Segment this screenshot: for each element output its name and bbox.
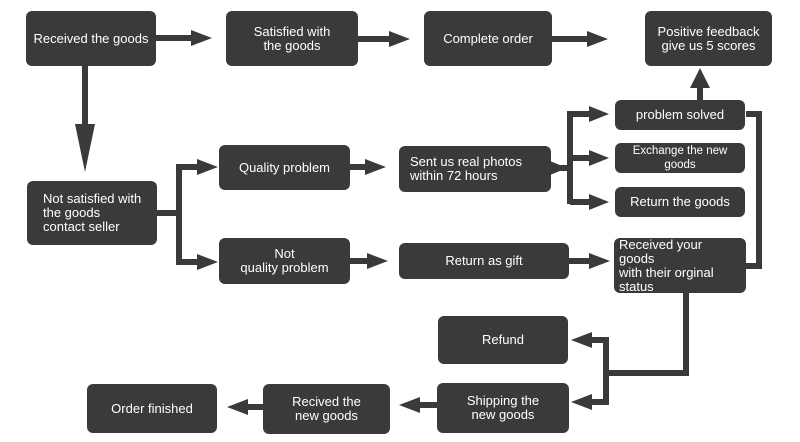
arrowhead-to-complete — [389, 31, 410, 47]
arrowhead-to-refund — [571, 332, 592, 348]
connector-notsatisfied-to-quality — [157, 164, 200, 216]
node-refund: Refund — [438, 316, 568, 364]
node-return-goods: Return the goods — [615, 187, 745, 217]
arrowhead-to-quality — [197, 159, 218, 175]
node-exchange-goods: Exchange the new goods — [615, 143, 745, 173]
node-send-photos: Sent us real photos within 72 hours — [399, 146, 551, 192]
arrowhead-to-notsatisfied — [75, 124, 95, 172]
arrowhead-to-exchange — [589, 150, 609, 166]
connector-notsatisfied-to-notquality — [176, 213, 200, 265]
arrowhead-to-satisfied — [191, 30, 212, 46]
node-not-quality-problem: Not quality problem — [219, 238, 350, 284]
arrowhead-to-gift — [367, 253, 388, 269]
arrowhead-to-received-new — [399, 397, 420, 413]
arrowhead-to-finished — [227, 399, 248, 415]
connector-branch-to-refund — [590, 337, 609, 373]
arrowhead-to-feedback-up — [690, 68, 710, 88]
arrowhead-to-return — [589, 194, 609, 210]
connector-right-return-loop — [746, 111, 762, 269]
arrowhead-to-original — [589, 253, 610, 269]
node-return-gift: Return as gift — [399, 243, 569, 279]
node-received-original: Received your goods with their orginal s… — [614, 237, 746, 293]
arrowhead-to-solved — [589, 106, 609, 122]
node-not-satisfied: Not satisfied with the goods contact sel… — [27, 181, 157, 245]
arrowhead-to-shipping — [571, 394, 592, 410]
node-received-new: Recived the new goods — [263, 384, 390, 434]
node-satisfied: Satisfied with the goods — [226, 11, 358, 66]
arrowhead-to-notquality — [197, 254, 218, 270]
node-complete-order: Complete order — [424, 11, 552, 66]
arrowhead-to-split — [550, 161, 567, 175]
node-problem-solved: problem solved — [615, 100, 745, 130]
node-positive-feedback: Positive feedback give us 5 scores — [645, 11, 772, 66]
arrowhead-to-feedback — [587, 31, 608, 47]
node-shipping: Shipping the new goods — [437, 383, 569, 433]
node-order-finished: Order finished — [87, 384, 217, 433]
connector-split-to-solved — [567, 111, 592, 204]
arrowhead-to-photos — [365, 159, 386, 175]
node-received-goods: Received the goods — [26, 11, 156, 66]
node-quality-problem: Quality problem — [219, 145, 350, 190]
